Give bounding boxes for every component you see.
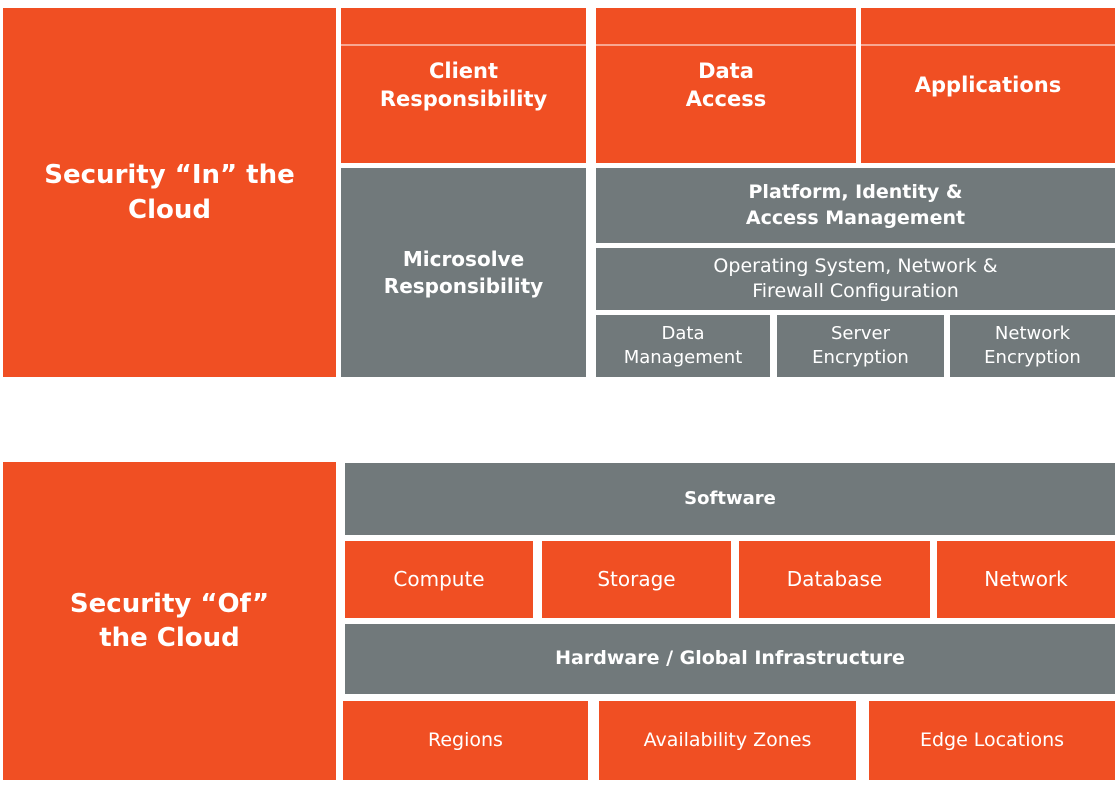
security-in-the-cloud-label: Security “In” the Cloud — [44, 160, 295, 225]
storage-label: Storage — [597, 567, 676, 592]
data-management-label: Data Management — [623, 323, 743, 368]
hardware-global-infrastructure-box: Hardware / Global Infrastructure — [345, 624, 1115, 694]
client-responsibility-box: Client Responsibility — [341, 8, 586, 163]
availability-zones-box: Availability Zones — [599, 701, 856, 780]
edge-locations-label: Edge Locations — [919, 728, 1065, 751]
edge-locations-box: Edge Locations — [869, 701, 1115, 780]
os-network-firewall-box: Operating System, Network & Firewall Con… — [596, 248, 1115, 310]
database-label: Database — [786, 567, 883, 592]
data-access-label: Data Access — [685, 58, 767, 111]
platform-identity-access-label: Platform, Identity & Access Management — [745, 181, 966, 229]
compute-box: Compute — [345, 541, 533, 618]
os-network-firewall-label: Operating System, Network & Firewall Con… — [713, 254, 998, 302]
regions-label: Regions — [428, 728, 503, 751]
client-responsibility-label: Client Responsibility — [379, 58, 548, 111]
network-encryption-box: Network Encryption — [950, 315, 1115, 377]
security-in-the-cloud-box: Security “In” the Cloud — [3, 8, 336, 377]
applications-strip-divider — [861, 44, 1115, 46]
software-label: Software — [684, 488, 776, 510]
data-access-box: Data Access — [596, 8, 856, 163]
security-of-the-cloud-box: Security “Of” the Cloud — [3, 462, 336, 780]
regions-box: Regions — [343, 701, 588, 780]
network-box: Network — [937, 541, 1115, 618]
client-strip-divider — [341, 44, 586, 46]
microsolve-responsibility-label: Microsolve Responsibility — [383, 247, 544, 298]
network-label: Network — [984, 567, 1068, 592]
database-box: Database — [739, 541, 930, 618]
availability-zones-label: Availability Zones — [643, 728, 812, 751]
hardware-global-infrastructure-label: Hardware / Global Infrastructure — [555, 647, 905, 670]
software-box: Software — [345, 463, 1115, 535]
microsolve-responsibility-box: Microsolve Responsibility — [341, 168, 586, 377]
data-access-strip-divider — [596, 44, 856, 46]
server-encryption-label: Server Encryption — [812, 323, 909, 368]
data-management-box: Data Management — [596, 315, 770, 377]
security-of-the-cloud-label: Security “Of” the Cloud — [69, 588, 270, 653]
compute-label: Compute — [393, 567, 485, 592]
network-encryption-label: Network Encryption — [984, 323, 1081, 368]
server-encryption-box: Server Encryption — [777, 315, 944, 377]
platform-identity-access-box: Platform, Identity & Access Management — [596, 168, 1115, 243]
applications-box: Applications — [861, 8, 1115, 163]
applications-label: Applications — [914, 72, 1062, 97]
storage-box: Storage — [542, 541, 731, 618]
